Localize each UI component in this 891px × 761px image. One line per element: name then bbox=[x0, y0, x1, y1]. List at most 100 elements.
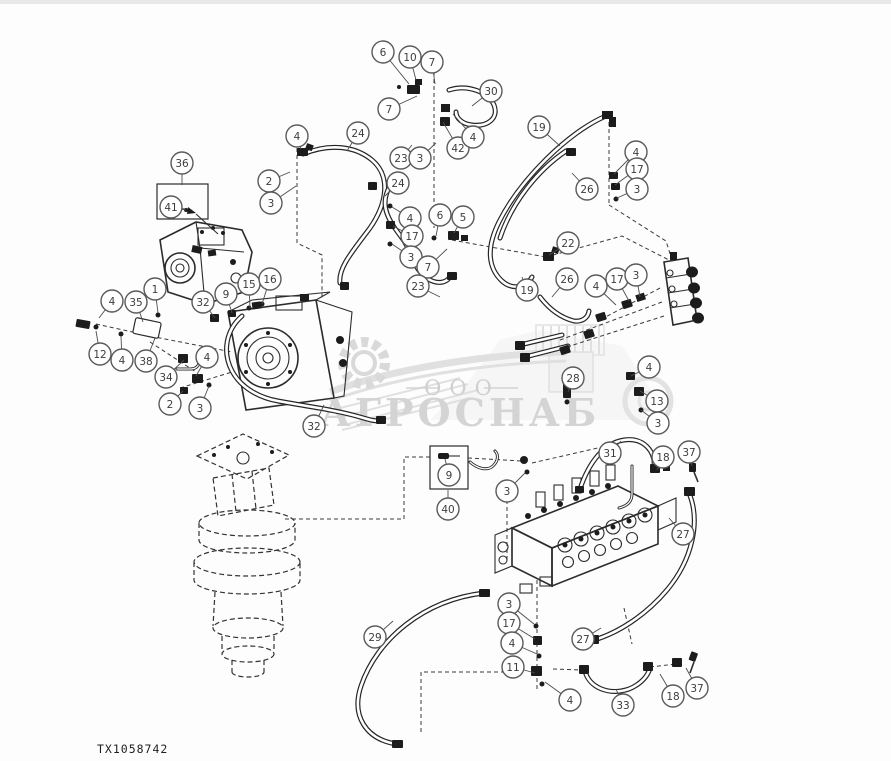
svg-text:13: 13 bbox=[650, 396, 663, 408]
callout-5: 5 bbox=[451, 205, 475, 234]
callout-37: 37 bbox=[685, 667, 709, 700]
svg-text:32: 32 bbox=[196, 297, 209, 309]
callout-23: 23 bbox=[389, 144, 413, 170]
dashed-construction-lines bbox=[95, 72, 677, 734]
callout-26: 26 bbox=[551, 267, 579, 298]
callout-18: 18 bbox=[651, 445, 675, 471]
callout-6: 6 bbox=[371, 40, 410, 85]
callout-4: 4 bbox=[500, 631, 538, 655]
hose-30 bbox=[446, 85, 498, 128]
svg-text:3: 3 bbox=[504, 486, 511, 498]
callout-17: 17 bbox=[497, 611, 536, 640]
svg-text:29: 29 bbox=[368, 632, 381, 644]
svg-text:26: 26 bbox=[580, 184, 594, 196]
svg-text:17: 17 bbox=[502, 618, 515, 630]
svg-text:4: 4 bbox=[294, 131, 301, 143]
callout-4: 4 bbox=[630, 355, 661, 379]
callout-28: 28 bbox=[561, 366, 585, 393]
svg-text:26: 26 bbox=[560, 274, 574, 286]
callout-24: 24 bbox=[346, 121, 370, 152]
svg-text:4: 4 bbox=[119, 355, 126, 367]
svg-text:4: 4 bbox=[109, 296, 116, 308]
svg-text:27: 27 bbox=[676, 529, 689, 541]
callout-31: 31 bbox=[598, 440, 622, 465]
callout-17: 17 bbox=[614, 157, 649, 186]
svg-text:4: 4 bbox=[567, 695, 574, 707]
callout-3: 3 bbox=[408, 142, 437, 170]
callout-1: 1 bbox=[143, 277, 167, 314]
callout-10: 10 bbox=[398, 45, 422, 81]
svg-text:41: 41 bbox=[164, 202, 177, 214]
callout-3: 3 bbox=[624, 263, 648, 298]
svg-text:31: 31 bbox=[603, 448, 616, 460]
svg-text:7: 7 bbox=[429, 57, 436, 69]
svg-text:10: 10 bbox=[403, 52, 416, 64]
callout-7: 7 bbox=[416, 248, 448, 279]
detail-box-41 bbox=[156, 183, 219, 235]
callout-16: 16 bbox=[258, 267, 282, 305]
callout-38: 38 bbox=[134, 337, 158, 373]
svg-text:37: 37 bbox=[690, 683, 703, 695]
manifold-block bbox=[663, 252, 704, 326]
svg-text:40: 40 bbox=[441, 504, 454, 516]
callout-3: 3 bbox=[495, 472, 526, 503]
svg-text:4: 4 bbox=[407, 213, 414, 225]
callout-19: 19 bbox=[527, 115, 561, 147]
svg-text:28: 28 bbox=[566, 373, 579, 385]
drawing-number: TX1058742 bbox=[97, 742, 168, 756]
svg-text:7: 7 bbox=[386, 104, 393, 116]
watermark-company-name: АГРОСНАБ bbox=[320, 390, 600, 435]
hose-26b bbox=[537, 294, 592, 324]
callout-4: 4 bbox=[544, 681, 582, 712]
callout-26: 26 bbox=[571, 172, 599, 201]
hose-19 bbox=[487, 113, 609, 290]
callout-27: 27 bbox=[668, 517, 695, 546]
svg-text:16: 16 bbox=[263, 274, 277, 286]
hose-32 bbox=[224, 313, 384, 424]
svg-text:17: 17 bbox=[630, 164, 643, 176]
svg-text:4: 4 bbox=[633, 147, 640, 159]
svg-text:3: 3 bbox=[197, 403, 204, 415]
callout-36: 36 bbox=[170, 151, 194, 185]
svg-text:17: 17 bbox=[610, 274, 623, 286]
svg-text:19: 19 bbox=[532, 122, 545, 134]
svg-text:6: 6 bbox=[380, 47, 387, 59]
callout-32: 32 bbox=[302, 404, 326, 438]
svg-text:35: 35 bbox=[129, 297, 142, 309]
svg-text:32: 32 bbox=[307, 421, 320, 433]
callout-4: 4 bbox=[98, 289, 124, 319]
svg-text:33: 33 bbox=[616, 700, 629, 712]
svg-text:4: 4 bbox=[593, 281, 600, 293]
svg-text:23: 23 bbox=[411, 281, 424, 293]
svg-text:4: 4 bbox=[646, 362, 653, 374]
callout-9: 9 bbox=[437, 458, 461, 487]
callout-18: 18 bbox=[659, 673, 685, 708]
main-pump bbox=[227, 291, 353, 411]
svg-text:36: 36 bbox=[175, 158, 189, 170]
svg-text:19: 19 bbox=[520, 285, 533, 297]
callout-37: 37 bbox=[677, 440, 701, 467]
svg-text:15: 15 bbox=[242, 279, 255, 291]
callout-17: 17 bbox=[605, 267, 630, 302]
callout-19: 19 bbox=[515, 276, 539, 302]
svg-text:9: 9 bbox=[446, 470, 453, 482]
callout-33: 33 bbox=[611, 688, 635, 717]
callout-34: 34 bbox=[154, 359, 185, 389]
callout-4: 4 bbox=[452, 113, 485, 149]
control-valve-assembly bbox=[494, 464, 677, 594]
callout-15: 15 bbox=[237, 272, 261, 309]
svg-text:3: 3 bbox=[634, 184, 641, 196]
svg-text:5: 5 bbox=[460, 212, 467, 224]
svg-text:23: 23 bbox=[394, 153, 407, 165]
callout-6: 6 bbox=[428, 203, 452, 237]
callout-30: 30 bbox=[471, 79, 503, 107]
svg-text:30: 30 bbox=[484, 86, 497, 98]
callout-3: 3 bbox=[391, 243, 423, 269]
svg-text:7: 7 bbox=[425, 262, 432, 274]
svg-text:22: 22 bbox=[561, 238, 574, 250]
callout-4: 4 bbox=[285, 124, 309, 150]
watermark-org-type: ООО bbox=[424, 376, 500, 400]
svg-text:4: 4 bbox=[509, 638, 516, 650]
